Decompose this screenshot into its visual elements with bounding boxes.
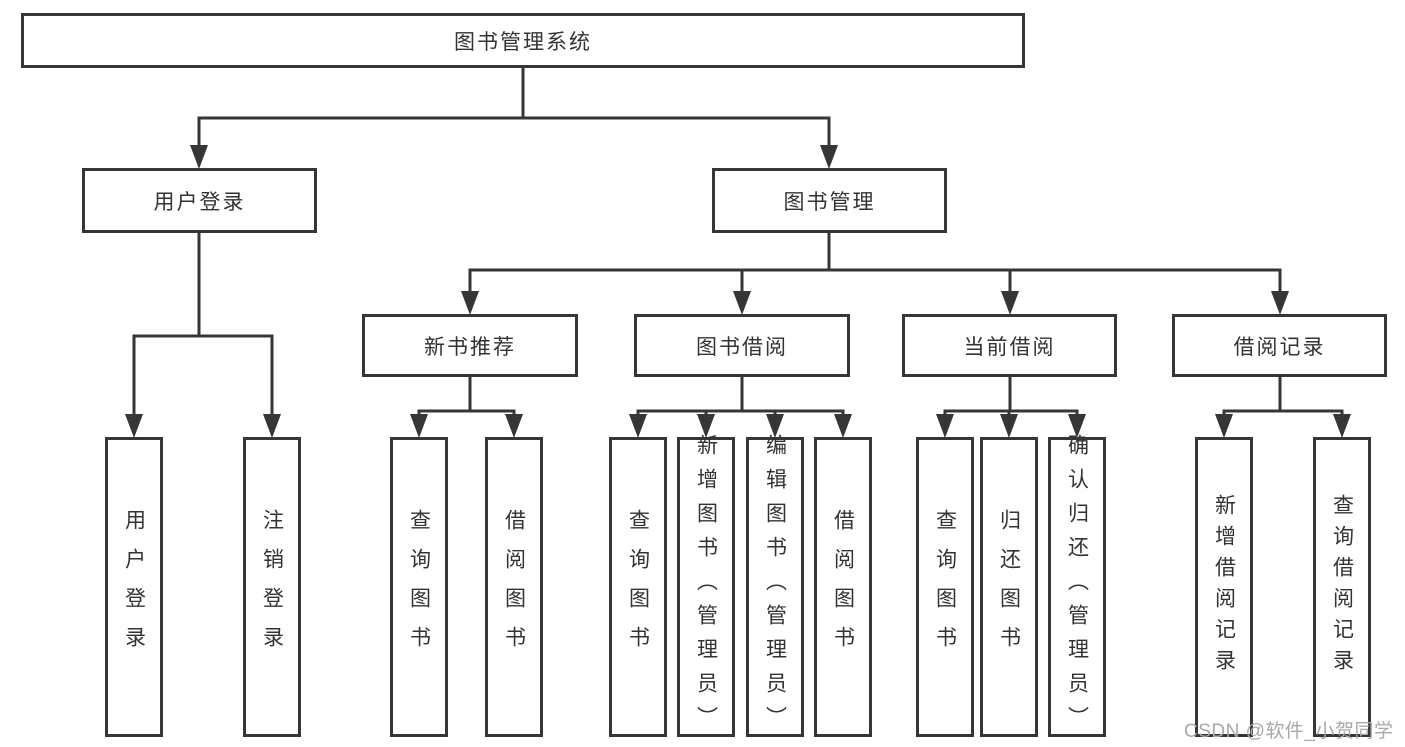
- leaf-add-book-admin: 新增图书（管理员）: [677, 434, 735, 740]
- node-current-borrow-label: 当前借阅: [963, 335, 1056, 359]
- leaf-query-book-borrow: 查询图书: [609, 437, 667, 737]
- node-user-login-label: 用户登录: [153, 190, 246, 214]
- leaf-add-borrow-record: 新增借阅记录: [1195, 437, 1253, 737]
- node-user-login: 用户登录: [82, 168, 317, 233]
- node-root-label: 图书管理系统: [454, 30, 592, 54]
- node-borrow-records-label: 借阅记录: [1233, 335, 1326, 359]
- leaf-add-book-admin-label: 新增图书（管理员）: [694, 434, 718, 740]
- connector-book-mgmt-to-level2: [461, 233, 1289, 315]
- node-new-book-recommend-label: 新书推荐: [424, 335, 516, 359]
- node-book-management-label: 图书管理: [783, 190, 876, 214]
- node-book-management: 图书管理: [712, 168, 947, 233]
- leaf-confirm-return-admin-label: 确认归还（管理员）: [1065, 434, 1089, 740]
- connector-new-book-children: [410, 377, 523, 438]
- node-book-borrow-label: 图书借阅: [696, 335, 788, 359]
- leaf-query-book-current-label: 查询图书: [933, 509, 957, 665]
- leaf-query-borrow-record: 查询借阅记录: [1313, 437, 1371, 737]
- leaf-edit-book-admin: 编辑图书（管理员）: [746, 434, 804, 740]
- node-root: 图书管理系统: [21, 13, 1025, 68]
- leaf-confirm-return-admin: 确认归还（管理员）: [1048, 434, 1106, 740]
- node-current-borrow: 当前借阅: [902, 314, 1117, 377]
- leaf-borrow-book-recommend-label: 借阅图书: [502, 509, 526, 665]
- leaf-query-borrow-record-label: 查询借阅记录: [1330, 494, 1354, 680]
- leaf-query-book-borrow-label: 查询图书: [626, 509, 650, 665]
- leaf-query-book-recommend: 查询图书: [390, 437, 448, 737]
- node-book-borrow: 图书借阅: [634, 314, 850, 377]
- leaf-borrow-book-borrow-label: 借阅图书: [831, 509, 855, 665]
- leaf-add-borrow-record-label: 新增借阅记录: [1212, 494, 1236, 680]
- leaf-user-login: 用户登录: [105, 437, 163, 737]
- connector-current-borrow-children: [936, 377, 1086, 438]
- leaf-borrow-book-borrow: 借阅图书: [814, 437, 872, 737]
- leaf-borrow-book-recommend: 借阅图书: [485, 437, 543, 737]
- connector-root-to-level1: [190, 66, 838, 169]
- node-new-book-recommend: 新书推荐: [362, 314, 578, 377]
- connector-borrow-records-children: [1215, 377, 1351, 438]
- leaf-edit-book-admin-label: 编辑图书（管理员）: [763, 434, 787, 740]
- connector-book-borrow-children: [629, 377, 852, 438]
- connector-user-login-children: [125, 233, 281, 438]
- leaf-logout-label: 注销登录: [260, 509, 284, 665]
- leaf-user-login-label: 用户登录: [122, 509, 146, 665]
- leaf-logout: 注销登录: [243, 437, 301, 737]
- node-borrow-records: 借阅记录: [1172, 314, 1387, 377]
- leaf-return-book: 归还图书: [980, 437, 1038, 737]
- leaf-query-book-current: 查询图书: [916, 437, 974, 737]
- leaf-query-book-recommend-label: 查询图书: [407, 509, 431, 665]
- watermark: CSDN @软件_小贺同学: [1184, 721, 1394, 742]
- leaf-return-book-label: 归还图书: [997, 509, 1021, 665]
